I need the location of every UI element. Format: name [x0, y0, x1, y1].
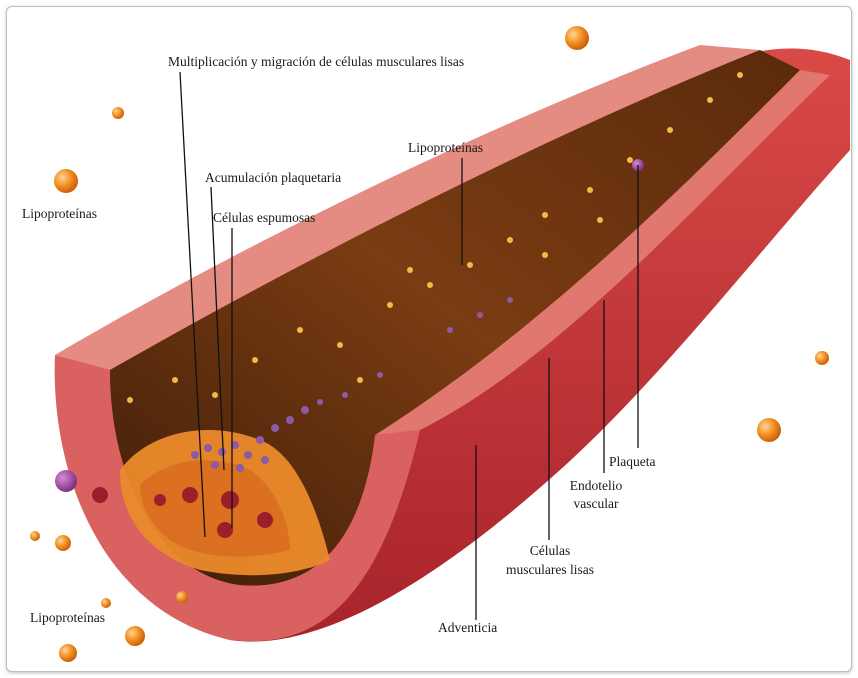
label-adventicia: Adventicia: [438, 620, 497, 635]
label-celulas-espumosas: Células espumosas: [213, 210, 315, 225]
label-celulas-musculares-line2: musculares lisas: [506, 562, 594, 577]
label-acumulacion-plaquetaria: Acumulación plaquetaria: [205, 170, 341, 185]
label-plaqueta: Plaqueta: [609, 454, 656, 469]
label-endotelio-line1: Endotelio: [570, 478, 623, 493]
label-multiplicacion: Multiplicación y migración de células mu…: [168, 54, 464, 69]
label-lipoproteinas-bottom: Lipoproteínas: [30, 610, 105, 625]
label-endotelio-line2: vascular: [574, 496, 619, 511]
label-celulas-musculares-line1: Células: [530, 543, 571, 558]
label-lipoproteinas-left: Lipoproteínas: [22, 206, 97, 221]
label-lipoproteinas-top: Lipoproteínas: [408, 140, 483, 155]
